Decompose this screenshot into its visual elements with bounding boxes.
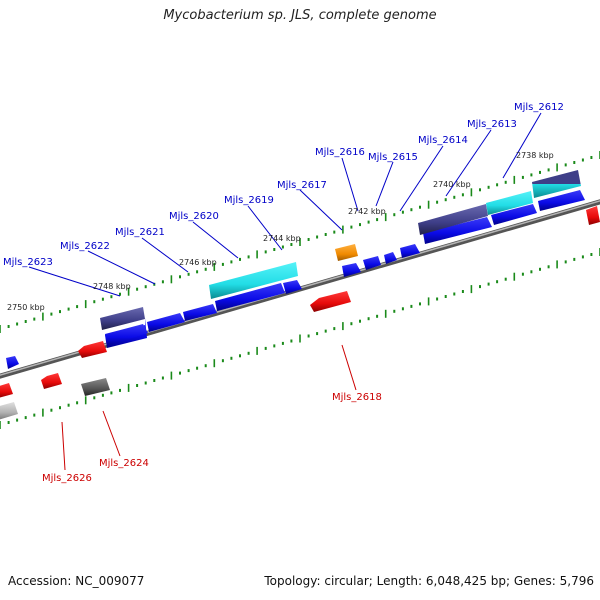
orange-feature [335,244,358,261]
gene-label: Mjls_2622 [60,241,110,252]
forward-genes[interactable] [6,190,585,369]
gene-label: Mjls_2615 [368,152,418,163]
gene-label: Mjls_2626 [42,473,92,484]
map-title: Mycobacterium sp. JLS, complete genome [163,8,437,23]
gene-label: Mjls_2620 [169,211,219,222]
scale-label: 2750 kbp [7,303,45,312]
gene-label: Mjls_2612 [514,102,564,113]
scale-label: 2744 kbp [263,234,301,243]
other-features[interactable] [0,170,581,420]
slate-feature [100,307,145,330]
gene-label: Mjls_2619 [224,195,274,206]
top-leader-lines [28,112,542,297]
gene-label: Mjls_2617 [277,180,327,191]
cyan-feature [486,191,533,215]
scale-label: 2748 kbp [93,282,131,291]
slate-feature [418,204,488,235]
scale-label: 2740 kbp [433,180,471,189]
slate-cyan-feature [532,170,581,198]
reverse-genes[interactable] [0,206,600,398]
scale-ticks-bottom [0,248,600,429]
gene-label: Mjls_2623 [3,257,53,268]
gray-feature [81,378,110,396]
bottom-gene-labels[interactable]: Mjls_2618 Mjls_2624 Mjls_2626 [42,392,382,484]
bottom-leader-lines [61,344,357,471]
light-gray-feature [0,402,18,420]
scale-label: 2742 kbp [348,207,386,216]
gene-label: Mjls_2616 [315,147,365,158]
scale-label: 2746 kbp [179,258,217,267]
top-gene-labels[interactable]: Mjls_2612 Mjls_2613 Mjls_2614 Mjls_2615 … [3,102,564,268]
gene-label: Mjls_2618 [332,392,382,403]
scale-ticks-top [0,151,600,333]
accession-text: Accession: NC_009077 [8,574,145,588]
gene-label: Mjls_2624 [99,458,149,469]
scale-labels: 2738 kbp 2740 kbp 2742 kbp 2744 kbp 2746… [7,151,554,312]
gene-label: Mjls_2621 [115,227,165,238]
cyan-feature [209,262,298,299]
scale-label: 2738 kbp [516,151,554,160]
gene-label: Mjls_2614 [418,135,468,146]
gene-label: Mjls_2613 [467,119,517,130]
genome-summary-text: Topology: circular; Length: 6,048,425 bp… [264,574,594,588]
